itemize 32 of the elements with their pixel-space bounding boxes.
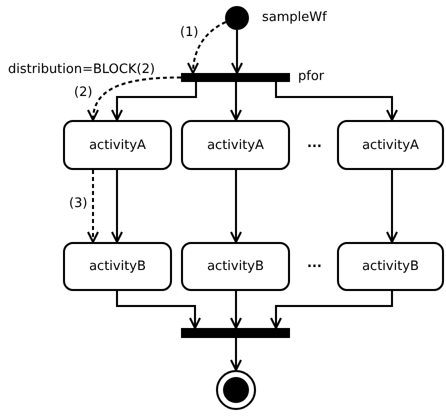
- activity-box: activityB: [181, 242, 290, 291]
- activity-box: activityA: [337, 120, 444, 170]
- final-node: [216, 370, 256, 410]
- edge-label: (3): [69, 196, 88, 212]
- arrow: [230, 338, 242, 371]
- fork-bar: [181, 328, 290, 338]
- dashed-arrow: [87, 170, 99, 243]
- arrow: [111, 82, 197, 121]
- arrow: [386, 170, 398, 243]
- dashed-arrow: [88, 76, 182, 121]
- node-caption: pfor: [298, 69, 324, 85]
- arrow: [231, 30, 243, 74]
- activity-box: activityB: [63, 242, 172, 291]
- edge-label: (1): [180, 25, 198, 41]
- dashed-arrow: [187, 21, 226, 74]
- ellipsis-text: ...: [307, 256, 322, 272]
- node-caption: sampleWf: [262, 10, 327, 26]
- ellipsis-text: ...: [307, 136, 322, 152]
- node-caption: distribution=BLOCK(2): [8, 62, 155, 78]
- start-node: [225, 6, 249, 30]
- activity-box: activityA: [181, 120, 290, 170]
- arrow: [230, 82, 242, 121]
- activity-box: activityB: [337, 242, 444, 291]
- arrow: [275, 82, 398, 121]
- activity-box: activityA: [63, 120, 172, 170]
- arrow: [116, 291, 201, 329]
- arrow: [270, 291, 393, 329]
- edge-label: (2): [74, 85, 92, 101]
- arrow: [230, 170, 242, 243]
- fork-bar: [181, 73, 290, 82]
- arrow: [230, 291, 242, 329]
- arrow: [111, 170, 123, 243]
